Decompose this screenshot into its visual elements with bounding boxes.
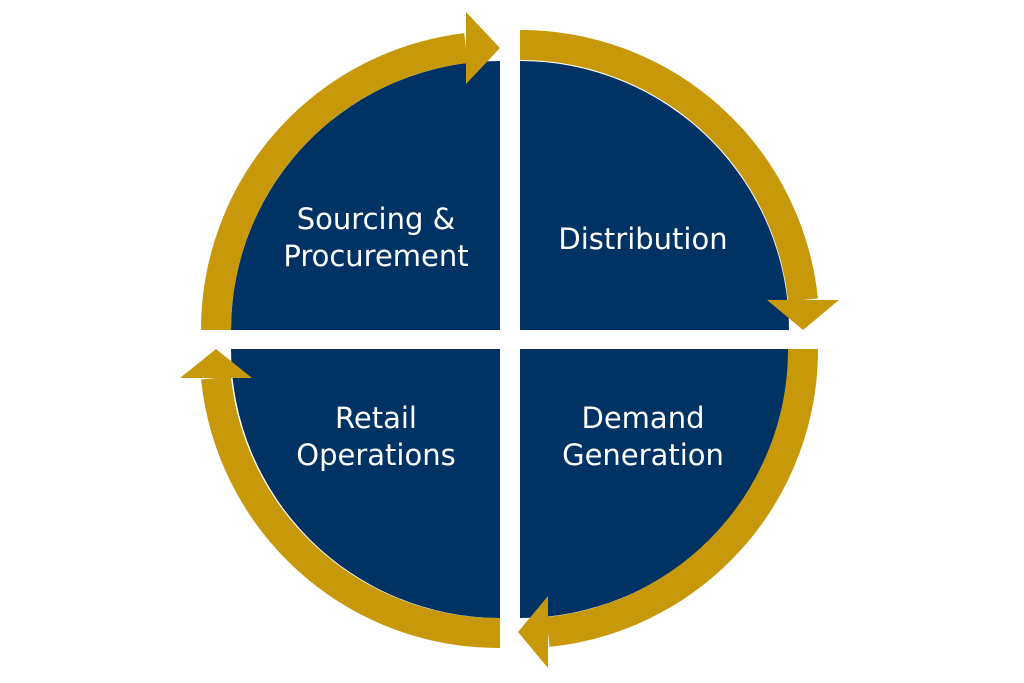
- arrowhead-left-icon: [518, 596, 548, 668]
- quadrant-retail-operations: [231, 349, 500, 618]
- label-demand-generation: Demand Generation: [562, 401, 724, 472]
- cycle-arrows: [180, 12, 839, 668]
- label-retail-operations: Retail Operations: [296, 401, 456, 472]
- quadrant-sourcing-procurement: [231, 61, 500, 330]
- arrowhead-up-icon: [180, 349, 252, 378]
- quadrants: [231, 61, 789, 618]
- arc-sourcing-to-distribution: [201, 33, 468, 331]
- label-distribution: Distribution: [558, 222, 728, 256]
- arrowhead-right-icon: [466, 12, 500, 84]
- arc-retail-to-sourcing: [201, 376, 501, 649]
- quadrant-distribution: [520, 61, 789, 330]
- label-sourcing-procurement: Sourcing & Procurement: [283, 202, 469, 273]
- arc-distribution-to-demand: [519, 29, 818, 302]
- arc-demand-to-retail: [546, 348, 819, 647]
- quadrant-demand-generation: [520, 349, 789, 618]
- arrowhead-down-icon: [767, 300, 839, 330]
